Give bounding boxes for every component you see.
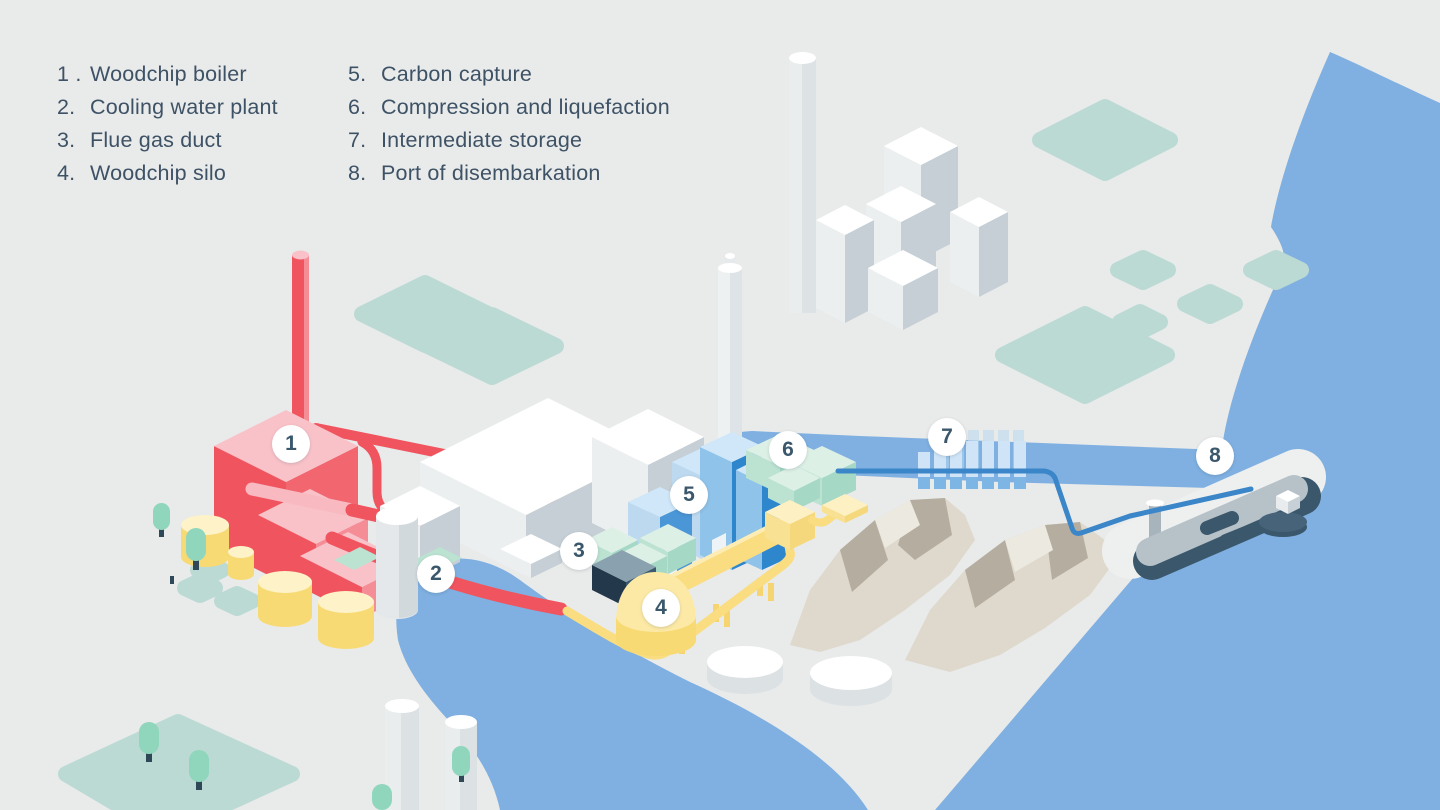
legend-item-5: 5. Carbon capture [348,58,670,91]
marker-3-flue-gas-duct: 3 [560,532,598,570]
legend-column-1: 1 . Woodchip boiler 2. Cooling water plant… [57,58,348,190]
ship-cabin [1276,490,1300,514]
marker-5-carbon-capture: 5 [670,476,708,514]
conveyor-station [765,494,868,550]
legend-label: Compression and liquefaction [381,95,670,119]
legend-label: Woodchip boiler [90,62,247,86]
silo [228,546,254,580]
legend-num: 7. [348,128,367,152]
marker-num: 3 [573,539,585,562]
legend: 1 . Woodchip boiler 2. Cooling water plant… [57,58,670,190]
legend-label: Flue gas duct [90,128,222,152]
legend-num: 6. [348,95,367,119]
legend-num: 4. [57,161,76,185]
legend-label: Woodchip silo [90,161,227,185]
marker-num: 7 [941,425,953,448]
legend-item-7: 7. Intermediate storage [348,124,670,157]
woodchip-piles [790,498,1112,672]
marker-num: 8 [1209,444,1221,467]
marker-4-woodchip-silo: 4 [642,589,680,627]
marker-num: 1 [285,432,297,455]
legend-label: Cooling water plant [90,95,278,119]
legend-label: Port of disembarkation [381,161,601,185]
ship [1133,475,1321,580]
water [396,52,1440,810]
legend-label: Carbon capture [381,62,533,86]
marker-6-compression: 6 [769,431,807,469]
city-skyline [789,52,1008,330]
legend-item-6: 6. Compression and liquefaction [348,91,670,124]
marker-num: 2 [430,562,442,585]
sea-and-harbor [712,52,1440,810]
marker-8-port: 8 [1196,437,1234,475]
legend-item-8: 8. Port of disembarkation [348,157,670,190]
marker-2-cooling-water: 2 [417,555,455,593]
marker-num: 5 [683,483,695,506]
flat-tanks [707,646,892,706]
woodchip-conveyor-system [562,494,868,660]
legend-item-4: 4. Woodchip silo [57,157,348,190]
legend-item-3: 3. Flue gas duct [57,124,348,157]
boiler-chimney [292,250,309,435]
legend-num: 2. [57,95,76,119]
port-of-disembarkation [835,449,1326,580]
legend-num: 5. [348,62,367,86]
legend-item-1: 1 . Woodchip boiler [57,58,348,91]
fields [58,99,1309,810]
legend-num: 1 . [57,62,82,86]
legend-num: 3. [57,128,76,152]
city-buildings [816,127,1008,330]
trees-left [153,503,206,584]
distant-chimney [789,52,816,313]
bay-inlet [396,558,868,810]
pink-duct [245,482,359,517]
co2-pipeline [835,468,1254,536]
silo [258,571,312,627]
legend-label: Intermediate storage [381,128,583,152]
cooling-tower [376,507,418,619]
legend-num: 8. [348,161,367,185]
legend-item-2: 2. Cooling water plant [57,91,348,124]
marker-1-woodchip-boiler: 1 [272,425,310,463]
silo [318,591,374,649]
marker-num: 6 [782,438,794,461]
legend-column-2: 5. Carbon capture 6. Compression and lique… [348,58,670,190]
marker-7-intermediate-storage: 7 [928,418,966,456]
bottom-details [139,699,477,810]
marker-num: 4 [655,596,667,619]
